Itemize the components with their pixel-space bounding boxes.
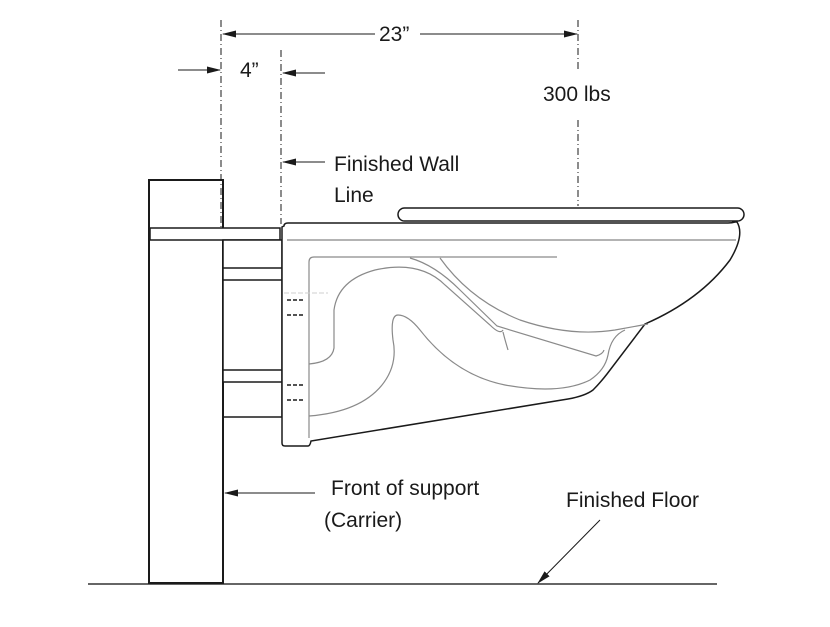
bowl-internal-details: [308, 256, 649, 438]
toilet-seat: [397, 207, 745, 222]
toilet-bowl-outline: [281, 221, 741, 447]
dimension-23-label: 23”: [379, 23, 410, 46]
finished-wall-label-line2: Line: [334, 184, 374, 207]
dimension-4-label: 4”: [240, 59, 259, 82]
finished-floor-label: Finished Floor: [566, 489, 700, 512]
finished-floor-arrow: [537, 519, 601, 584]
mounting-bolt-dashes: [287, 299, 305, 401]
front-of-support-label-line2: (Carrier): [324, 509, 403, 532]
finished-wall-label-line1: Finished Wall: [334, 153, 460, 176]
carrier-support: [148, 179, 283, 584]
load-rating-label: 300 lbs: [543, 83, 611, 106]
front-of-support-label-line1: Front of support: [331, 477, 480, 500]
